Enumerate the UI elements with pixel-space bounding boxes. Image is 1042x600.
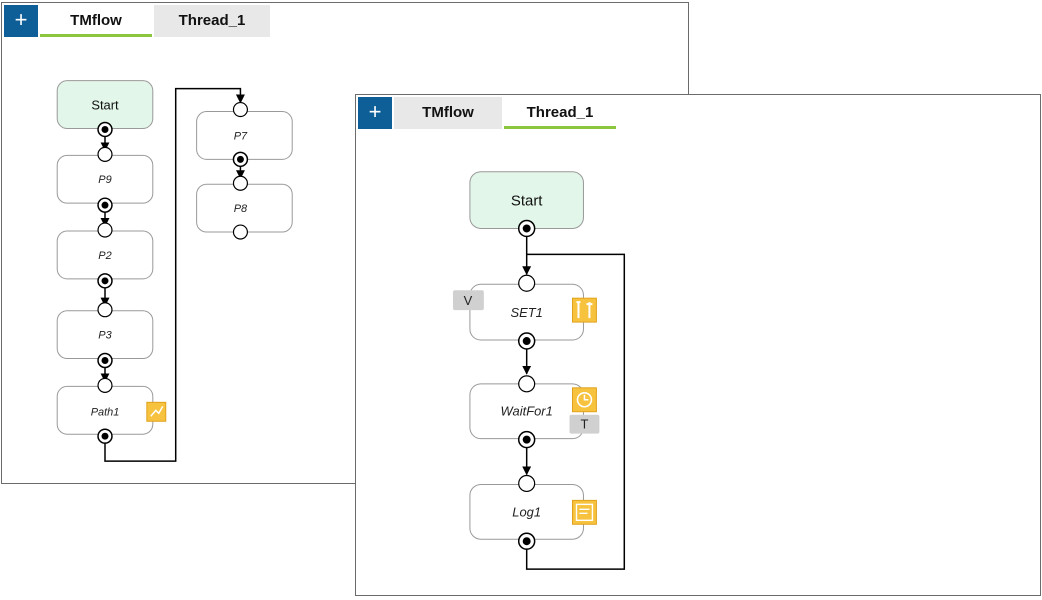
port-dot (522, 435, 531, 444)
set1-node-label: SET1 (511, 305, 543, 320)
set1-input-port[interactable] (518, 274, 536, 292)
p7-node-label: P7 (234, 130, 248, 142)
tab-thread-1[interactable]: Thread_1 (154, 5, 270, 37)
start-node-label: Start (91, 98, 119, 113)
p9-input-port[interactable] (97, 146, 113, 162)
variable-badge: V (452, 290, 484, 311)
p2-node[interactable]: P2 (56, 230, 154, 280)
port-dot (101, 125, 109, 133)
port-dot (101, 432, 109, 440)
flow-canvas: Start P9 P2 P3 Path1 (56, 80, 293, 462)
p8-input-port[interactable] (232, 175, 249, 191)
timer-badge-label: T (581, 417, 589, 432)
path1-node[interactable]: Path1 (56, 385, 154, 435)
port-dot (522, 537, 531, 546)
log1-node-label: Log1 (512, 504, 541, 519)
port-dot (101, 277, 109, 285)
p9-node[interactable]: P9 (56, 154, 154, 204)
port-dot (236, 155, 244, 163)
tab-tmflow[interactable]: TMflow (394, 97, 502, 129)
port-dot (101, 357, 109, 364)
p7-node[interactable]: P7 (196, 111, 293, 160)
path1-node-label: Path1 (91, 406, 120, 418)
start-node-label: Start (511, 193, 543, 210)
set1-node[interactable]: SET1 (469, 283, 584, 341)
port-dot (522, 337, 531, 345)
timer-badge: T (569, 414, 600, 434)
p3-input-port[interactable] (97, 302, 113, 318)
start-node[interactable]: Start (469, 171, 584, 229)
variable-badge-label: V (464, 293, 473, 308)
log1-node[interactable]: Log1 (469, 483, 584, 540)
waitfor1-input-port[interactable] (518, 375, 536, 393)
tab-tmflow[interactable]: TMflow (40, 5, 152, 37)
p8-output-port[interactable] (232, 224, 249, 240)
p2-input-port[interactable] (97, 222, 113, 238)
port-dot (522, 224, 531, 233)
add-tab-button[interactable]: + (358, 97, 392, 129)
tab-thread-1[interactable]: Thread_1 (504, 97, 616, 129)
flow-canvas: Start SET1 V WaitFor1 (452, 171, 626, 570)
p8-node[interactable]: P8 (196, 183, 293, 233)
p2-node-label: P2 (98, 250, 111, 262)
thread-1-window: + TMflow Thread_1 Start SET1 (355, 94, 1041, 596)
p3-node[interactable]: P3 (56, 310, 154, 360)
port-dot (101, 201, 109, 209)
path-icon (146, 401, 167, 422)
path1-input-port[interactable] (97, 377, 113, 393)
start-node[interactable]: Start (56, 80, 154, 129)
timer-icon (572, 387, 597, 413)
set-tools-icon (572, 297, 597, 323)
log-icon (572, 499, 597, 525)
p3-node-label: P3 (98, 330, 111, 342)
tab-bar: + TMflow Thread_1 (2, 3, 688, 39)
add-tab-button[interactable]: + (4, 5, 38, 37)
tab-bar: + TMflow Thread_1 (356, 95, 1040, 131)
log1-input-port[interactable] (518, 474, 536, 493)
p9-node-label: P9 (98, 174, 111, 186)
p8-node-label: P8 (234, 203, 248, 215)
waitfor1-node-label: WaitFor1 (501, 404, 553, 419)
p7-input-port[interactable] (232, 101, 249, 118)
